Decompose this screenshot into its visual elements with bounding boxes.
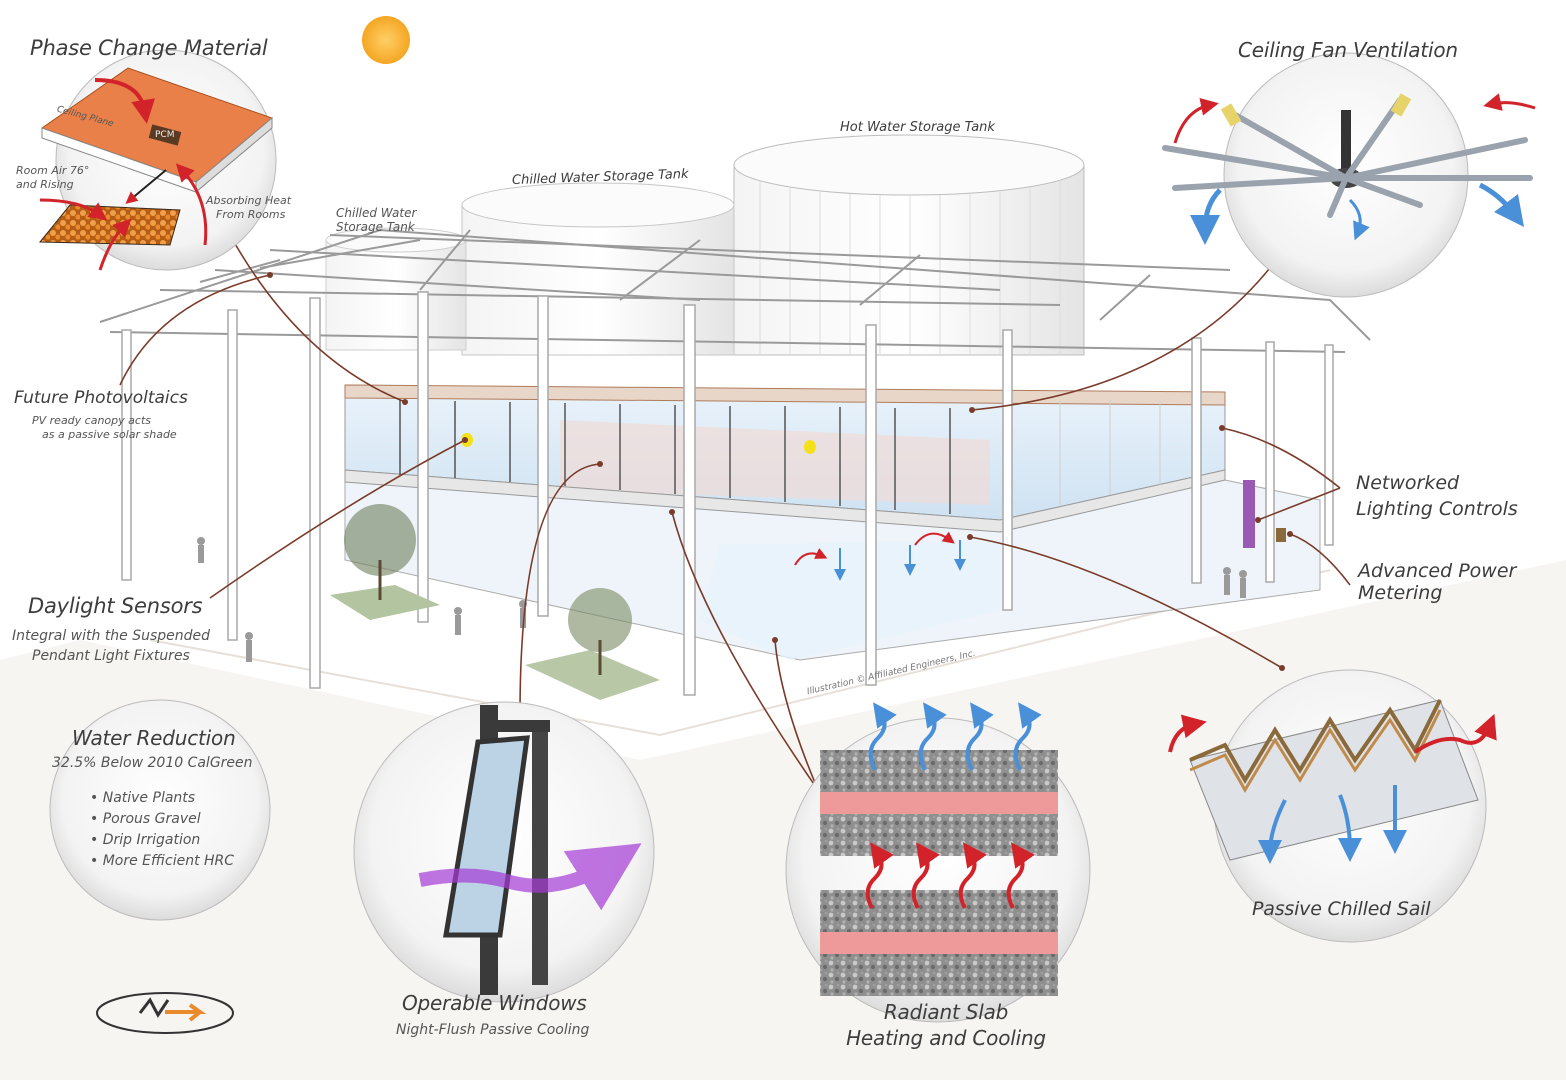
- water-reduction-title: Water Reduction: [72, 726, 236, 750]
- compass-logo: [96, 992, 234, 1034]
- landscape: [330, 504, 660, 700]
- power-metering-line2: Metering: [1358, 582, 1443, 604]
- small-tank-label-2: Storage Tank: [336, 220, 415, 234]
- small-tank-label-1: Chilled Water: [336, 206, 417, 220]
- list-item: Drip Irrigation: [90, 830, 234, 851]
- radiant-slab-line2: Heating and Cooling: [846, 1026, 1046, 1050]
- photovoltaics-line2: as a passive solar shade: [42, 428, 177, 441]
- small-chilled-water-tank: [325, 227, 467, 351]
- lighting-controls-line2: Lighting Controls: [1356, 498, 1518, 520]
- passive-chilled-sail-bubble: [1168, 669, 1497, 943]
- photovoltaics-title: Future Photovoltaics: [14, 388, 188, 408]
- canopy-columns: [121, 291, 1334, 696]
- ceiling-fan-title: Ceiling Fan Ventilation: [1238, 38, 1458, 62]
- photovoltaics-line1: PV ready canopy acts: [32, 414, 151, 427]
- building: [344, 384, 1321, 661]
- power-meter: [1276, 528, 1286, 542]
- pcm-label: PCM: [155, 130, 175, 140]
- pendant-light: [804, 440, 816, 454]
- list-item: Native Plants: [90, 788, 234, 809]
- phase-change-title: Phase Change Material: [30, 36, 268, 60]
- leader-lines: [119, 234, 1351, 791]
- lighting-controls-line1: Networked: [1356, 472, 1460, 494]
- room-air-label: Room Air 76°: [16, 164, 90, 177]
- operable-windows-subtitle: Night-Flush Passive Cooling: [396, 1022, 590, 1038]
- hot-water-storage-tank: [733, 134, 1085, 356]
- absorbing-heat-label: Absorbing Heat: [206, 194, 292, 207]
- phase-change-material-bubble: [38, 49, 277, 271]
- list-item: More Efficient HRC: [90, 851, 234, 872]
- operable-windows-title: Operable Windows: [402, 991, 587, 1015]
- daylight-line2: Pendant Light Fixtures: [32, 648, 190, 664]
- and-rising-label: and Rising: [16, 178, 74, 191]
- hot-water-tank-label: Hot Water Storage Tank: [840, 120, 995, 135]
- daylight-sensors-title: Daylight Sensors: [28, 594, 203, 618]
- sun-icon: [362, 16, 410, 64]
- daylight-line1: Integral with the Suspended: [12, 628, 211, 644]
- list-item: Porous Gravel: [90, 809, 234, 830]
- radiant-slab-line1: Radiant Slab: [883, 1000, 1009, 1024]
- water-reduction-subtitle: 32.5% Below 2010 CalGreen: [52, 755, 253, 771]
- from-rooms-label: From Rooms: [216, 208, 286, 221]
- lighting-control-panel: [1243, 480, 1255, 548]
- power-metering-line1: Advanced Power: [1358, 560, 1517, 582]
- passive-chilled-sail-title: Passive Chilled Sail: [1252, 898, 1431, 920]
- water-reduction-list: Native Plants Porous Gravel Drip Irrigat…: [90, 788, 234, 872]
- ceiling-fan-bubble: [1162, 52, 1536, 298]
- radiant-slab-bubble: [785, 702, 1091, 1023]
- operable-windows-bubble: [353, 701, 655, 1003]
